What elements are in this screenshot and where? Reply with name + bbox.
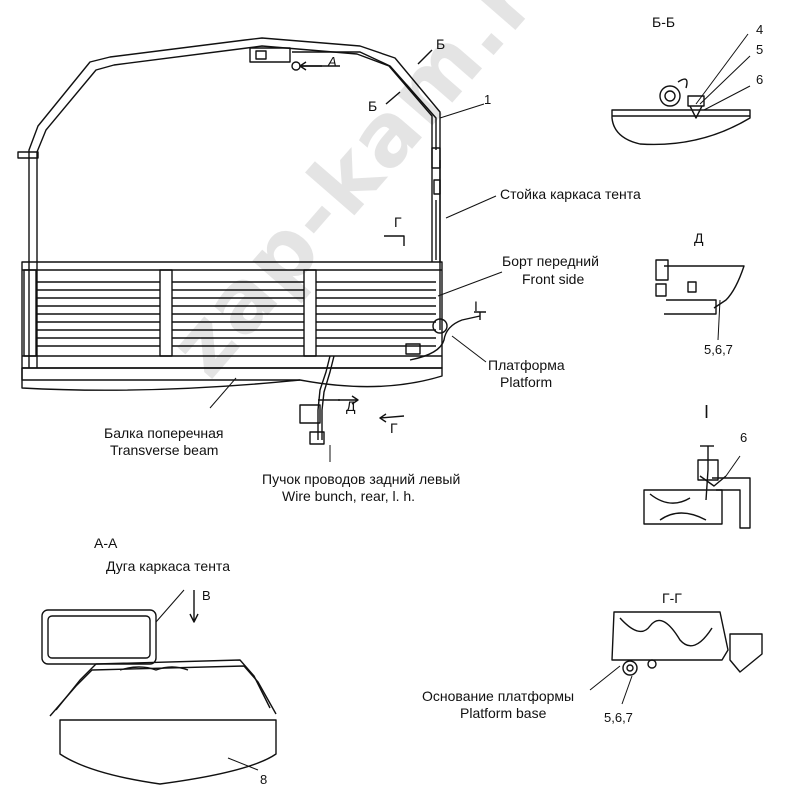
callout-1: 1 [484, 92, 492, 107]
section-b-top-label: Б [436, 36, 446, 52]
puchok-ru-label: Пучок проводов задний левый [262, 471, 461, 487]
view-i [643, 445, 751, 529]
puchok-en-label: Wire bunch, rear, l. h. [282, 488, 416, 504]
view-gg-osn-ru: Основание платформы [422, 688, 575, 704]
view-aa-callout-8: 8 [260, 772, 268, 787]
arrow-i-label: I [474, 298, 478, 314]
view-gg-title: Г-Г [662, 590, 682, 606]
arrow-a-label: А [328, 54, 337, 69]
bort-ru-label: Борт передний [502, 253, 599, 269]
view-gg-callout: 5,6,7 [604, 710, 633, 725]
view-bb-callout-6: 6 [756, 72, 764, 87]
view-aa-v-label: В [202, 588, 211, 603]
view-bb-title: Б-Б [652, 14, 676, 30]
section-g-bottom-label: Г [390, 420, 398, 436]
view-d-callout: 5,6,7 [704, 342, 733, 357]
section-g-label: Г [394, 214, 402, 230]
view-aa-duga-label: Дуга каркаса тента [106, 558, 230, 574]
view-aa [41, 589, 277, 785]
wire-bunch [299, 315, 481, 445]
balka-en-label: Transverse beam [110, 442, 219, 458]
view-bb [611, 33, 751, 146]
transverse-beam [21, 367, 443, 391]
view-gg [589, 611, 763, 705]
view-gg-osn-en: Platform base [460, 705, 547, 721]
frame-post [435, 160, 441, 330]
view-d [655, 259, 745, 341]
stoyka-label: Стойка каркаса тента [500, 186, 641, 202]
bort-en-label: Front side [522, 271, 585, 287]
view-aa-title: А-А [94, 535, 118, 551]
arrow-d-label: Д [346, 398, 356, 414]
view-d-title: Д [694, 230, 704, 246]
view-i-callout: 6 [740, 430, 748, 445]
balka-ru-label: Балка поперечная [104, 425, 224, 441]
platforma-en-label: Platform [500, 374, 553, 390]
view-bb-callout-4: 4 [756, 22, 764, 37]
section-markers [299, 49, 486, 320]
view-bb-callout-5: 5 [756, 42, 764, 57]
section-b-left-label: Б [368, 98, 378, 114]
front-side-board [21, 261, 443, 369]
platforma-ru-label: Платформа [488, 357, 565, 373]
leader-lines [209, 103, 503, 462]
view-i-title: I [704, 402, 710, 422]
